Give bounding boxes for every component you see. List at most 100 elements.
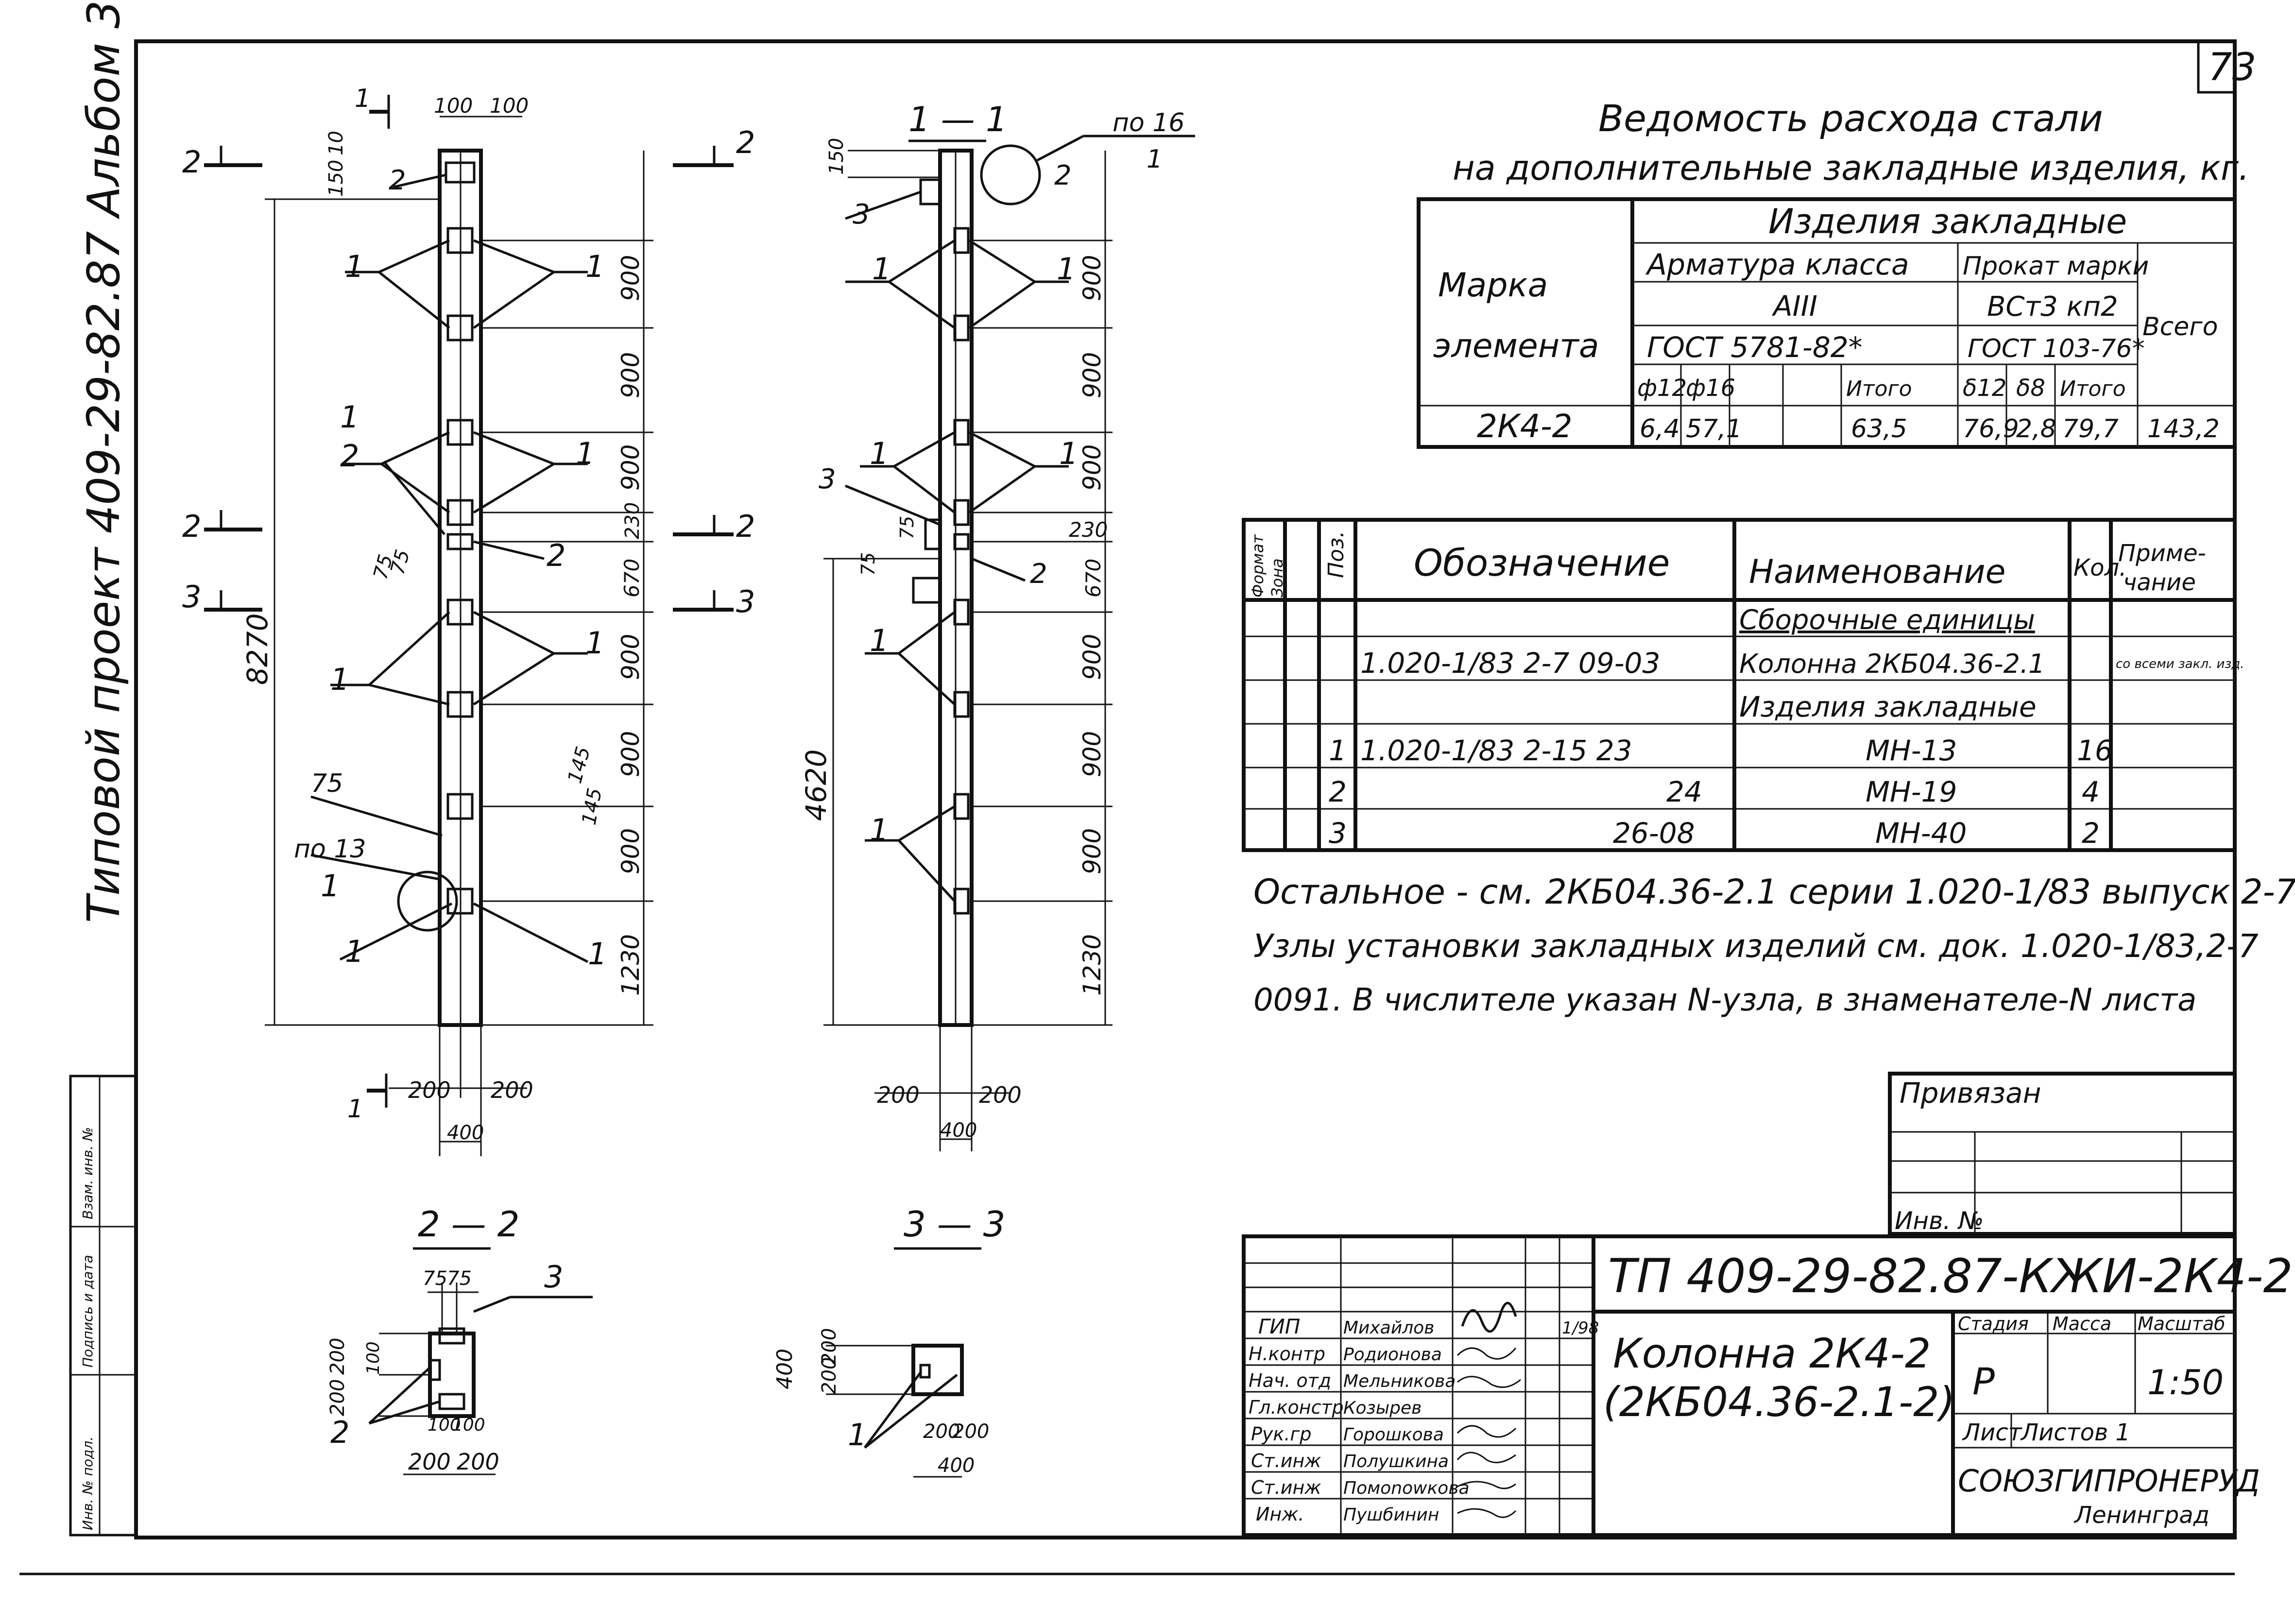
s11-pos-3b: 3 (819, 463, 836, 495)
pos-1-b: 1 (585, 249, 604, 284)
name-5: Горошкова (1343, 1425, 1444, 1445)
vertical-project-label: Типовой проект 409-29-82.87 Альбом 3 (78, 0, 130, 923)
s11-dim-6: 900 (1078, 634, 1106, 680)
s11-dim-9: 1230 (1078, 934, 1106, 996)
spec-h-note-1: Приме- (2118, 540, 2206, 567)
role-2: Н.контр (1249, 1343, 1325, 1365)
scale-label: Масштаб (2138, 1313, 2226, 1334)
note-3: 0091. В числителе указан N-узла, в знаме… (1253, 982, 2196, 1018)
bottom-dim-a: 200 (408, 1077, 451, 1103)
name-4: Козырев (1343, 1398, 1422, 1418)
steel-sub-1: ф12 (1637, 375, 1687, 402)
spec-row1-qty: 16 (2077, 734, 2113, 767)
s11-dim-7: 900 (1078, 731, 1106, 777)
s11-pos-3a: 3 (853, 199, 870, 230)
steel-rebar-class: Арматура класса (1645, 248, 1909, 282)
s11-pos-1d: 1 (1059, 436, 1078, 471)
pos-1-a: 1 (345, 249, 364, 284)
pos-1-e: 1 (585, 625, 604, 661)
top-small-dim-a: 150 (325, 160, 347, 197)
cut-2-left-label: 2 (182, 144, 201, 180)
s22-dim-200a: 200 (326, 1338, 349, 1375)
s22-dim-200b: 200 (326, 1379, 349, 1416)
dim-seg-8: 900 (617, 828, 645, 874)
pos-2-c: 2 (389, 165, 406, 196)
s11-pos-2a: 2 (1054, 160, 1072, 191)
s22-dim-75b: 75 (447, 1267, 472, 1290)
spec-table: Формат Зона Поз. Обозначение Наименовани… (1242, 518, 2244, 852)
section-1-1-title: 1 — 1 (908, 100, 1008, 139)
s11-pos-1b: 1 (1057, 251, 1076, 287)
s22-dim-100c: 100 (452, 1415, 485, 1435)
s11-pos-1a: 1 (872, 251, 891, 287)
s33-dim-200a: 200 (818, 1328, 840, 1365)
spec-h-note-2: чание (2123, 569, 2196, 596)
steel-row-v6: 76,9 (1963, 414, 2019, 444)
steel-row-total: 143,2 (2147, 414, 2220, 444)
pos-1-i: 1 (588, 936, 607, 972)
s11-top-dim: 150 (825, 138, 848, 175)
spec-row1-designation: 1.020-1/83 2-15 23 (1360, 734, 1632, 767)
dim-seg-5: 670 (620, 559, 644, 598)
height-dim: 8270 (241, 613, 274, 685)
s11-bottom-b: 200 (979, 1082, 1022, 1108)
top-dim-b: 100 (490, 94, 529, 118)
stamp-cell-inv: Инв. № подл. (80, 1436, 96, 1530)
section-2-2: 2 — 2 75 75 200 200 100 100 100 200 200 … (326, 1204, 593, 1475)
section-3-3-outline (911, 1344, 964, 1396)
note-2: Узлы установки закладных изделий см. док… (1253, 927, 2259, 965)
spec-h-format: Формат (1249, 534, 1267, 598)
s22-dim-75a: 75 (423, 1267, 447, 1290)
steel-rolled-gost: ГОСТ 103-76* (1968, 334, 2145, 363)
steel-col-element: Марка (1438, 266, 1548, 305)
s22-dim-100a: 100 (363, 1341, 383, 1375)
stamp-cell-replace: Взам. инв. № (80, 1127, 96, 1219)
spec-h-name: Наименование (1749, 553, 2005, 591)
s22-pos-2: 2 (330, 1415, 349, 1450)
title-name-1: Колонна 2К4-2 (1613, 1330, 1931, 1377)
spec-row3-designation: 26-08 (1613, 817, 1695, 850)
s22-dim-200d: 200 (457, 1449, 499, 1475)
steel-title-2: на дополнительные закладные изделия, кг. (1453, 148, 2249, 188)
role-8: Инж. (1256, 1504, 1304, 1525)
pos-1-h: 1 (345, 934, 364, 969)
steel-row-v1: 6,4 (1640, 414, 1680, 444)
steel-sub-2: ф16 (1686, 375, 1735, 402)
name-2: Родионова (1343, 1345, 1442, 1365)
sheets-label: Листов 1 (2020, 1419, 2130, 1446)
pos-1-d: 1 (576, 436, 595, 471)
steel-sub-8: Итого (2060, 376, 2126, 401)
cut-2b-right-label: 2 (736, 509, 755, 544)
pos-1-g: 1 (321, 868, 340, 904)
s11-dim-4: 230 (1069, 518, 1108, 542)
section-2-2-title: 2 — 2 (418, 1204, 519, 1245)
section-1-1: 1 — 1 900 900 900 230 670 900 900 (800, 100, 1195, 1151)
cut-3-right-label: 3 (736, 584, 755, 619)
spec-assembly-designation: 1.020-1/83 2-7 09-03 (1360, 647, 1660, 680)
sign-date: 1/98 (1562, 1318, 1599, 1338)
spec-assembly-name: Колонна 2КБ04.36-2.1 (1739, 649, 2045, 679)
steel-rolled-label: Прокат марки (1963, 252, 2149, 281)
role-6: Ст.инж (1251, 1450, 1321, 1471)
dim-seg-6: 900 (617, 634, 645, 680)
role-5: Рук.гр (1251, 1423, 1312, 1445)
steel-sub-5: Итого (1846, 376, 1912, 401)
name-6: Полушкина (1343, 1452, 1449, 1471)
spec-row2-qty: 4 (2082, 775, 2100, 808)
role-4: Гл.констр (1249, 1397, 1344, 1418)
cut-3-left-label: 3 (182, 579, 201, 615)
callout-po13: по 13 (294, 835, 366, 864)
dim-seg-2: 900 (617, 352, 645, 398)
s33-dim-200b: 200 (818, 1357, 840, 1394)
s33-dim-400: 400 (772, 1349, 797, 1389)
local-dim-75b: 75 (386, 547, 414, 577)
spec-row2-designation: 24 (1666, 775, 1702, 808)
scale-value: 1:50 (2147, 1363, 2224, 1402)
section-3-3-title: 3 — 3 (904, 1204, 1005, 1245)
tied-block: Привязан Инв. № (1888, 1072, 2237, 1236)
s11-dim-8: 900 (1078, 828, 1106, 874)
notes: Остальное - см. 2КБ04.36-2.1 серии 1.020… (1253, 872, 2295, 1018)
spec-h-zone: Зона (1268, 558, 1286, 598)
signatures (1456, 1301, 1521, 1518)
